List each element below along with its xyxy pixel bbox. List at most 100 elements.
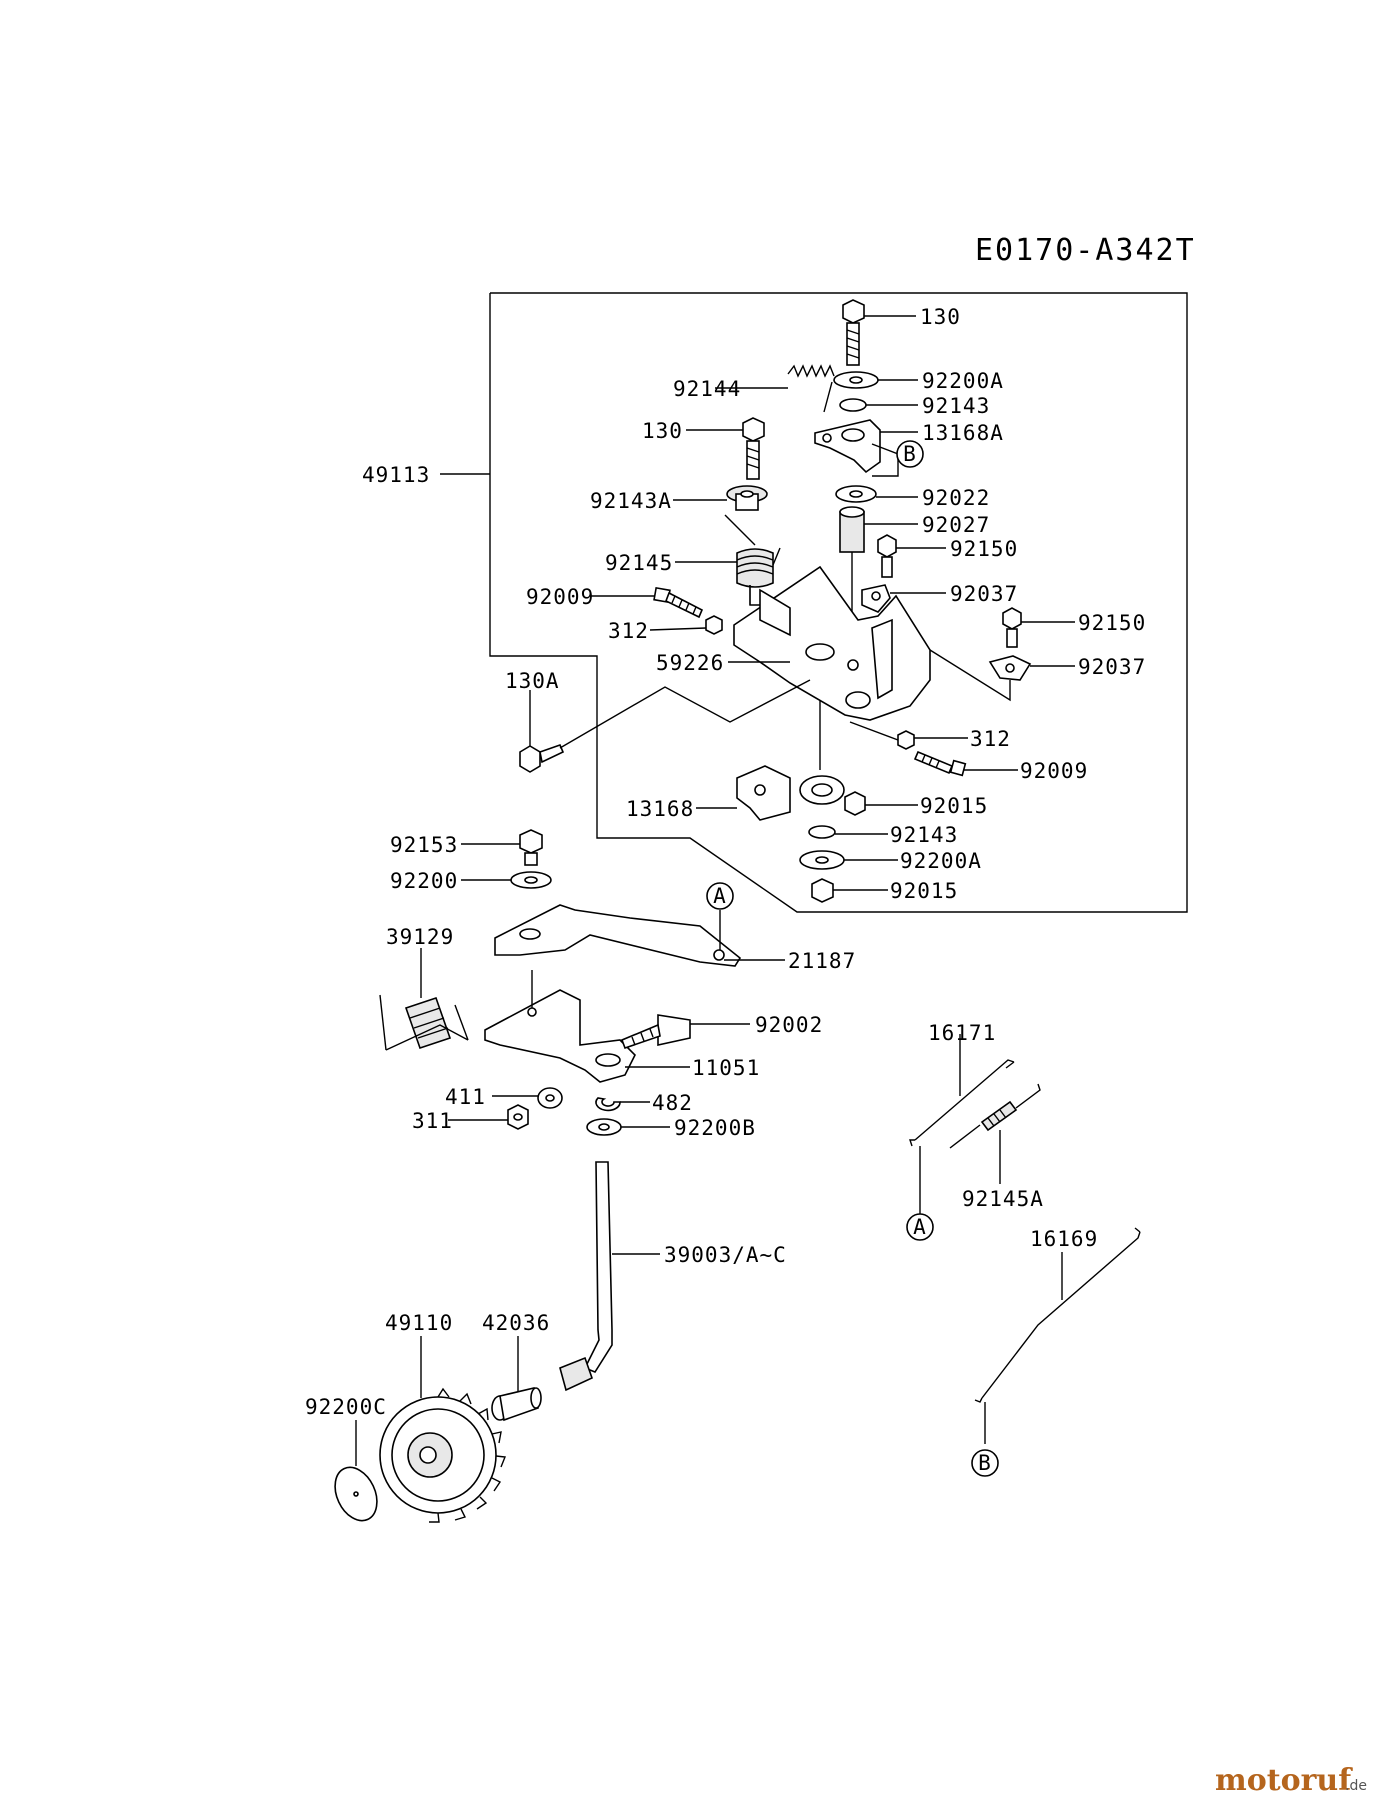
label-92002: 92002 (755, 1013, 823, 1037)
label-59226: 59226 (656, 651, 724, 675)
spring-39129 (379, 994, 469, 1051)
bracket-92037-upper (861, 584, 891, 613)
label-92009-lower: 92009 (1020, 759, 1088, 783)
label-39003: 39003/A~C (664, 1243, 787, 1267)
label-42036: 42036 (482, 1311, 550, 1335)
label-92200a-top: 92200A (922, 369, 1004, 393)
label-16169: 16169 (1030, 1227, 1098, 1251)
callout-a-bottom: A (906, 1213, 934, 1241)
guide-line-312-lower (849, 721, 899, 741)
label-92143a: 92143A (590, 489, 672, 513)
callout-b-top: B (896, 440, 924, 468)
bolt-92150-right (1002, 607, 1022, 648)
callout-a-top: A (706, 882, 734, 910)
label-13168a: 13168A (922, 421, 1004, 445)
label-92145a: 92145A (962, 1187, 1044, 1211)
bushing-92143a (726, 485, 768, 511)
collar-92027 (839, 506, 865, 553)
part-labels: 130 92200A 92144 92143 130 13168A 49113 … (305, 305, 1146, 1419)
label-92144: 92144 (673, 377, 741, 401)
assembly-frame (489, 292, 1188, 913)
lever-21187 (494, 904, 742, 967)
guide-line-39129 (385, 1024, 469, 1051)
washer-92200a-top (833, 371, 879, 389)
label-49113: 49113 (362, 463, 430, 487)
label-130-left: 130 (642, 419, 683, 443)
label-92200c: 92200C (305, 1395, 387, 1419)
bracket-92037-right (988, 655, 1032, 681)
label-92200a-lower: 92200A (900, 849, 982, 873)
nut-312-upper (705, 615, 723, 635)
washer-92200a-lower (799, 850, 845, 870)
nut-311 (507, 1104, 529, 1130)
bolt-130-top (842, 299, 865, 366)
diagram-code: E0170-A342T (975, 233, 1196, 268)
label-92200b: 92200B (674, 1116, 756, 1140)
bolt-92153 (519, 829, 543, 866)
bolt-130a (519, 743, 565, 773)
watermark: motoruf .de (1215, 1763, 1367, 1798)
nut-92015-upper (844, 791, 866, 816)
clip-482 (595, 1097, 621, 1112)
label-312-upper: 312 (608, 619, 649, 643)
rod-16169 (974, 1227, 1141, 1403)
callout-b-bottom: B (971, 1449, 999, 1477)
washer-92200c (334, 1466, 378, 1522)
label-130a: 130A (505, 669, 560, 693)
label-92150-right: 92150 (1078, 611, 1146, 635)
label-312-lower: 312 (970, 727, 1011, 751)
label-92153: 92153 (390, 833, 458, 857)
label-92027: 92027 (922, 513, 990, 537)
watermark-brand: motoruf (1215, 1763, 1353, 1798)
label-411: 411 (445, 1085, 486, 1109)
bolt-130-left (742, 417, 765, 480)
guide-line-130a (559, 679, 811, 749)
washer-92143-top (839, 398, 867, 412)
bracket-13168a (814, 419, 881, 474)
spring-92144 (787, 364, 835, 413)
label-92143-top: 92143 (922, 394, 990, 418)
spring-92145 (724, 514, 781, 588)
svg-text:A: A (913, 1215, 927, 1239)
label-92037-right: 92037 (1078, 655, 1146, 679)
label-49110: 49110 (385, 1311, 453, 1335)
rod-16171 (909, 1059, 1015, 1147)
svg-text:B: B (978, 1451, 992, 1475)
bolt-92150-upper (877, 534, 897, 578)
washer-411 (537, 1087, 563, 1109)
washer-92143-lower (808, 825, 836, 839)
label-92015-upper: 92015 (920, 794, 988, 818)
label-92143-lower: 92143 (890, 823, 958, 847)
nut-92015-lower (811, 878, 834, 903)
label-92150-upper: 92150 (950, 537, 1018, 561)
label-92015-lower: 92015 (890, 879, 958, 903)
label-130-top: 130 (920, 305, 961, 329)
label-16171: 16171 (928, 1021, 996, 1045)
washer-92200 (510, 871, 552, 889)
label-92200: 92200 (390, 869, 458, 893)
label-13168: 13168 (626, 797, 694, 821)
lever-11051 (484, 989, 636, 1083)
washer-92022 (835, 485, 877, 503)
svg-text:B: B (903, 442, 917, 466)
label-311: 311 (412, 1109, 453, 1133)
label-92145: 92145 (605, 551, 673, 575)
bolt-92002 (620, 1014, 691, 1050)
label-482: 482 (652, 1091, 693, 1115)
bracket-13168 (736, 765, 845, 821)
watermark-suffix: .de (1345, 1778, 1367, 1794)
guide-line-right (929, 649, 1011, 702)
leader-312-upper (649, 627, 707, 631)
label-21187: 21187 (788, 949, 856, 973)
shaft-39003 (559, 1161, 613, 1392)
label-92009-upper: 92009 (526, 585, 594, 609)
leader-callout-b-top (871, 443, 899, 477)
plate-59226 (733, 565, 931, 721)
label-39129: 39129 (386, 925, 454, 949)
spring-92145a (949, 1083, 1041, 1149)
bolt-92009-lower (913, 750, 967, 777)
label-92022: 92022 (922, 486, 990, 510)
bolt-92009-upper (653, 586, 704, 619)
